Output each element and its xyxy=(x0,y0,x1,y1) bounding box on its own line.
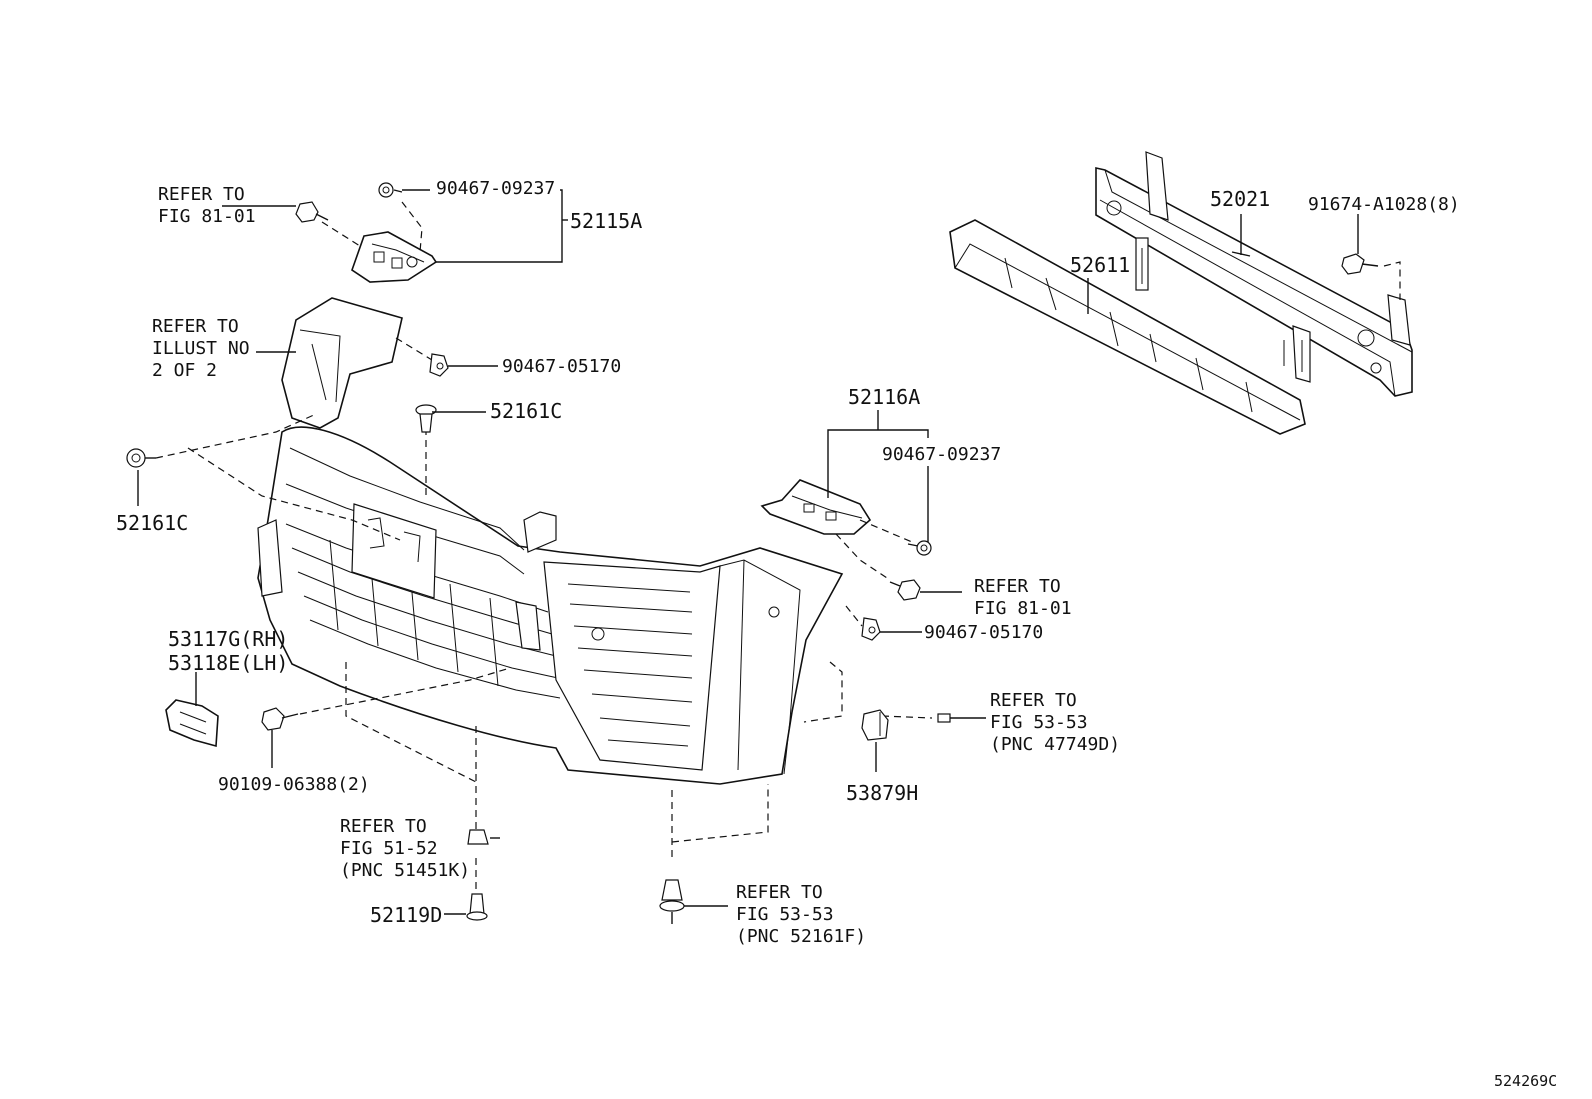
label-refer-51-52-line1: REFER TO xyxy=(340,816,427,837)
label-refer-51-52-line3: (PNC 51451K) xyxy=(340,860,470,881)
clip-90467-09237-top-icon xyxy=(378,182,403,198)
label-90467-05170-top: 90467-05170 xyxy=(502,356,621,377)
label-53117g-rh: 53117G(RH) xyxy=(168,627,288,651)
label-90467-05170-right: 90467-05170 xyxy=(924,622,1043,643)
bumper-reinforcement-part xyxy=(1095,151,1413,397)
bolt-refer-81-01-right-icon xyxy=(889,579,921,601)
sensor-53879h-part xyxy=(861,709,889,772)
clip-52161c-left-icon xyxy=(126,448,156,506)
label-refer-51-52-line2: FIG 51-52 xyxy=(340,838,438,859)
label-90467-09237-right: 90467-09237 xyxy=(882,444,1001,465)
label-90467-09237-top: 90467-09237 xyxy=(436,178,555,199)
bracket-52116a-part xyxy=(760,479,913,581)
front-bumper-cover-part xyxy=(257,297,844,785)
bracket-52115a-part xyxy=(321,201,438,283)
cover-53117g-53118e-part xyxy=(165,672,219,748)
bolt-90109-icon xyxy=(261,707,299,768)
label-90109-06388: 90109-06388(2) xyxy=(218,774,370,795)
label-53879h: 53879H xyxy=(846,781,918,805)
label-refer-illust-line3: 2 OF 2 xyxy=(152,360,217,381)
clip-90467-09237-right-icon xyxy=(907,540,932,556)
label-refer-53-53-b-line3: (PNC 52161F) xyxy=(736,926,866,947)
figure-id: 524269C xyxy=(1494,1072,1557,1090)
label-52611: 52611 xyxy=(1070,253,1130,277)
label-refer-53-53-b-line1: REFER TO xyxy=(736,882,823,903)
label-refer-53-53-a-line3: (PNC 47749D) xyxy=(990,734,1120,755)
label-52161c-mid: 52161C xyxy=(490,399,562,423)
clip-90467-05170-top-icon xyxy=(429,353,449,377)
bolt-refer-53-53-a-icon xyxy=(937,713,986,723)
bolt-91674-icon xyxy=(1341,214,1401,300)
label-refer-81-01-right-line2: FIG 81-01 xyxy=(974,598,1072,619)
label-refer-53-53-b-line2: FIG 53-53 xyxy=(736,904,834,925)
label-refer-illust-line1: REFER TO xyxy=(152,316,239,337)
label-53118e-lh: 53118E(LH) xyxy=(168,651,288,675)
bolt-refer-81-01-top-icon xyxy=(295,201,329,223)
label-refer-81-01-top-line1: REFER TO xyxy=(158,184,245,205)
label-52021: 52021 xyxy=(1210,187,1270,211)
assembly-leader-lines xyxy=(155,337,933,890)
label-refer-53-53-a-line2: FIG 53-53 xyxy=(990,712,1088,733)
callout-labels: REFER TO FIG 81-01 90467-09237 52115A RE… xyxy=(116,178,1557,1090)
energy-absorber-part xyxy=(949,219,1306,435)
label-52161c-left: 52161C xyxy=(116,511,188,535)
label-refer-81-01-top-line2: FIG 81-01 xyxy=(158,206,256,227)
label-52116a: 52116A xyxy=(848,385,920,409)
label-52119d: 52119D xyxy=(370,903,442,927)
callout-leader-lines xyxy=(222,189,962,633)
label-91674-a1028: 91674-A1028(8) xyxy=(1308,194,1460,215)
label-refer-illust-line2: ILLUST NO xyxy=(152,338,250,359)
clip-refer-53-53-b-icon xyxy=(659,879,728,924)
screw-52119d-icon xyxy=(444,893,488,921)
clip-52161c-mid-icon xyxy=(415,404,437,433)
label-refer-81-01-right-line1: REFER TO xyxy=(974,576,1061,597)
clip-90467-05170-right-icon xyxy=(861,617,881,641)
label-52115a: 52115A xyxy=(570,209,642,233)
label-refer-53-53-a-line1: REFER TO xyxy=(990,690,1077,711)
nut-refer-51-52-icon xyxy=(467,829,500,845)
